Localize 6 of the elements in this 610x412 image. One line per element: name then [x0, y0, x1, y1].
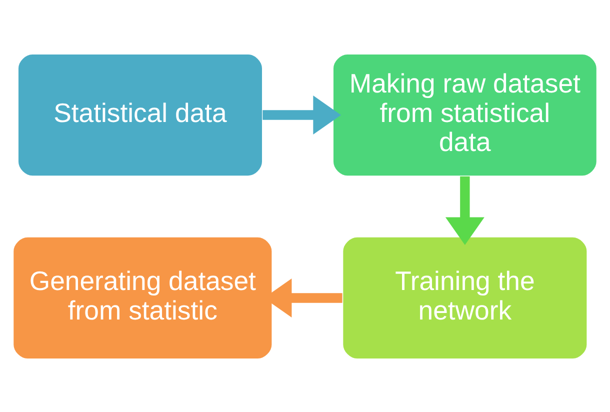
arrow: [445, 176, 484, 245]
node-box: Training the network: [342, 236, 588, 360]
node-box: Making raw dataset from statistical data: [332, 52, 598, 176]
arrow: [262, 95, 342, 134]
node-box: Generating dataset from statistic: [12, 236, 273, 360]
node-box: Statistical data: [17, 52, 264, 176]
